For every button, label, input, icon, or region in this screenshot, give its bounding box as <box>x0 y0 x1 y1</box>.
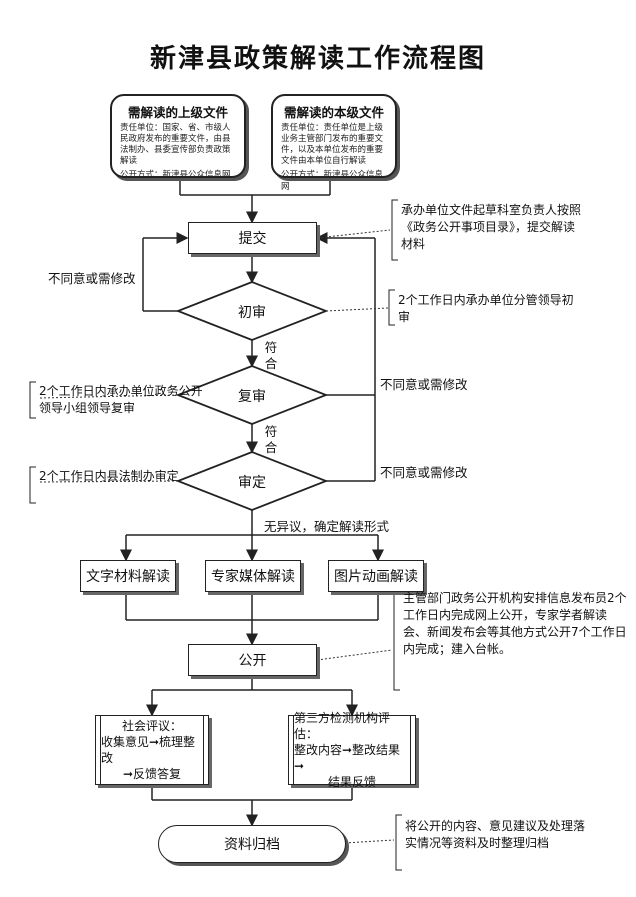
third-party-evaluation-box: 第三方检测机构评估： 整改内容➞整改结果➞ 结果反馈 <box>288 711 416 789</box>
social-eval-line-1: 社会评议： <box>121 719 182 733</box>
final-review-diamond <box>175 451 329 511</box>
publish-step: 公开 <box>188 644 317 676</box>
local-doc-title: 需解读的本级文件 <box>283 105 384 120</box>
upper-doc-publish: 公开方式：新津县公众信息网 <box>120 170 231 180</box>
first-review-diamond <box>175 281 329 341</box>
second-review-diamond <box>175 365 329 425</box>
ok-label-2: 符合 <box>264 424 278 455</box>
third-eval-line-2: 整改内容➞整改结果➞ <box>294 743 401 773</box>
upper-doc-body: 责任单位：国家、省、市级人民政府发布的重要文件，由县法制办、县委宣传部负责政策解… <box>120 123 231 166</box>
local-doc-box: 需解读的本级文件 责任单位：责任单位是上级业务主管部门发布的重要文件，以及本单位… <box>271 94 397 192</box>
third-eval-line-3: 结果反馈 <box>327 775 376 789</box>
ok-label-1: 符合 <box>264 340 278 371</box>
publish-note: 主管部门政务公开机构安排信息发布员2个工作日内完成网上公开，专家学者解读会、新闻… <box>403 591 627 656</box>
no-objection-label: 无异议，确定解读形式 <box>264 519 390 534</box>
upper-doc-title: 需解读的上级文件 <box>127 105 228 120</box>
second-review-label: 复审 <box>238 389 266 405</box>
local-doc-publish: 公开方式：新津县公众信息网 <box>281 170 384 192</box>
page-title: 新津县政策解读工作流程图 <box>149 44 486 74</box>
social-eval-line-3: ➞反馈答复 <box>122 767 182 781</box>
image-interpretation-step: 图片动画解读 <box>328 560 424 592</box>
archive-note: 将公开的内容、意见建议及处理落实情况等资料及时整理归档 <box>405 819 586 850</box>
final-review-note: 2个工作日内县法制办审定 <box>39 469 179 483</box>
final-review-label: 审定 <box>238 475 266 491</box>
first-review-note: 2个工作日内承办单位分管领导初审 <box>398 293 574 324</box>
submit-note: 承办单位文件起草科室负责人按照《政务公开事项目录》，提交解读材料 <box>401 203 582 251</box>
expert-interpretation-step: 专家媒体解读 <box>205 560 301 592</box>
submit-step: 提交 <box>188 222 317 254</box>
first-review-label: 初审 <box>238 305 266 321</box>
social-eval-line-2: 收集意见➞梳理整改 <box>101 735 196 765</box>
upper-doc-box: 需解读的上级文件 责任单位：国家、省、市级人民政府发布的重要文件，由县法制办、县… <box>110 94 246 180</box>
disagree-left-label: 不同意或需修改 <box>48 271 136 286</box>
disagree-right-label-1: 不同意或需修改 <box>380 377 468 392</box>
local-doc-body: 责任单位：责任单位是上级业务主管部门发布的重要文件，以及本单位发布的重要文件由本… <box>281 123 384 166</box>
text-interpretation-step: 文字材料解读 <box>80 560 176 592</box>
social-evaluation-box: 社会评议： 收集意见➞梳理整改 ➞反馈答复 <box>95 715 209 785</box>
third-eval-line-1: 第三方检测机构评估： <box>294 711 391 741</box>
archive-step: 资料归档 <box>158 825 346 863</box>
disagree-right-label-2: 不同意或需修改 <box>380 465 468 480</box>
second-review-note: 2个工作日内承办单位政务公开领导小组领导复审 <box>39 384 203 415</box>
